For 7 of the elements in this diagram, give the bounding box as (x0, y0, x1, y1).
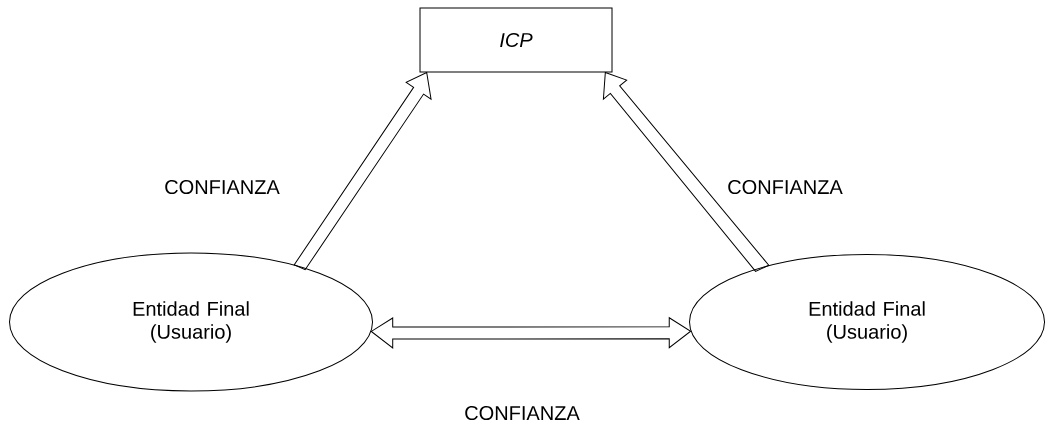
process-box: ICP (419, 7, 613, 73)
edge-label: CONFIANZA (163, 178, 281, 196)
edge-label: CONFIANZA (463, 404, 581, 422)
block-arrow (293, 72, 432, 271)
block-arrow (602, 72, 770, 272)
block-arrow (370, 317, 692, 349)
edge-label: CONFIANZA (726, 178, 844, 196)
